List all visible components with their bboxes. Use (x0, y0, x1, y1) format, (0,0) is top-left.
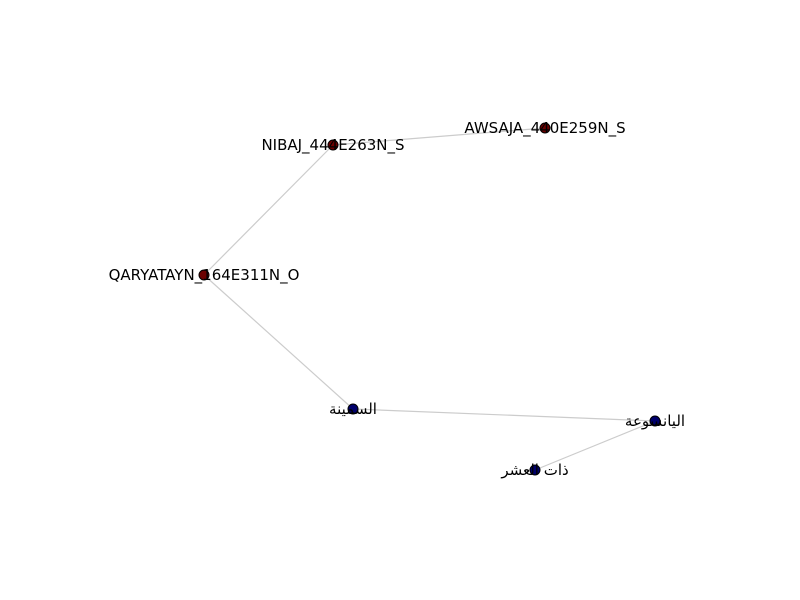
node-label-qaryatayn: QARYATAYN_164E311N_O (109, 266, 300, 285)
labels-layer: NIBAJ_444E263N_S AWSAJA_440E259N_S QARYATA… (109, 119, 686, 479)
nodes-layer (198, 122, 661, 476)
node-nibaj (327, 139, 339, 151)
node-yansuah (649, 415, 661, 427)
edge-qaryatayn-samina (203, 274, 354, 410)
edges-layer (203, 127, 656, 471)
edge-nibaj-qaryatayn (203, 144, 334, 276)
edge-nibaj-awsaja (332, 127, 546, 146)
node-samina (347, 403, 359, 415)
node-label-nibaj: NIBAJ_444E263N_S (261, 136, 404, 155)
node-dhat (529, 464, 541, 476)
edge-samina-yansuah (352, 408, 656, 422)
edge-yansuah-dhat (534, 420, 656, 471)
node-label-dhat: ذات العشر (500, 461, 568, 479)
node-label-awsaja: AWSAJA_440E259N_S (464, 119, 625, 138)
node-label-yansuah: اليانسوعة (625, 412, 685, 430)
node-awsaja (539, 122, 551, 134)
node-label-samina: السمينة (329, 400, 377, 418)
node-qaryatayn (198, 269, 210, 281)
